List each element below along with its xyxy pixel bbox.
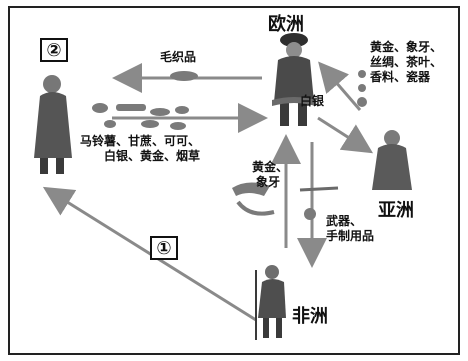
marker-one: ① xyxy=(150,236,178,260)
cargo-goods-illustration xyxy=(92,70,367,220)
goods-label-africa-gold-line1: 黄金、 xyxy=(252,160,289,174)
goods-label-asia-line2: 丝绸、茶叶、 xyxy=(370,55,443,69)
goods-label-weapons-line1: 武器、 xyxy=(326,214,363,228)
european-merchant-figure xyxy=(272,33,316,126)
goods-label-africa-gold-line2: 象牙 xyxy=(256,175,281,189)
american-figure xyxy=(34,75,72,174)
goods-label-asia-line3: 香料、瓷器 xyxy=(370,70,431,84)
goods-label-weapons-line2: 手制用品 xyxy=(326,229,375,243)
asian-figure xyxy=(372,130,412,190)
region-label-europe: 欧洲 xyxy=(268,14,304,35)
goods-label-silver: 白银 xyxy=(300,94,325,108)
marker-two: ② xyxy=(40,38,68,62)
goods-label-america-line2: 白银、黄金、烟草 xyxy=(104,149,201,163)
region-label-africa: 非洲 xyxy=(292,306,328,327)
goods-label-woolens: 毛织品 xyxy=(160,50,197,64)
region-label-asia: 亚洲 xyxy=(378,200,414,221)
african-figure xyxy=(255,265,286,340)
arrow-asia-to-europe xyxy=(318,61,362,111)
arrow-europe-to-asia xyxy=(317,116,374,154)
goods-label-asia-line1: 黄金、象牙、 xyxy=(370,40,443,54)
goods-label-america-line1: 马铃薯、甘蔗、可可、 xyxy=(80,134,201,148)
